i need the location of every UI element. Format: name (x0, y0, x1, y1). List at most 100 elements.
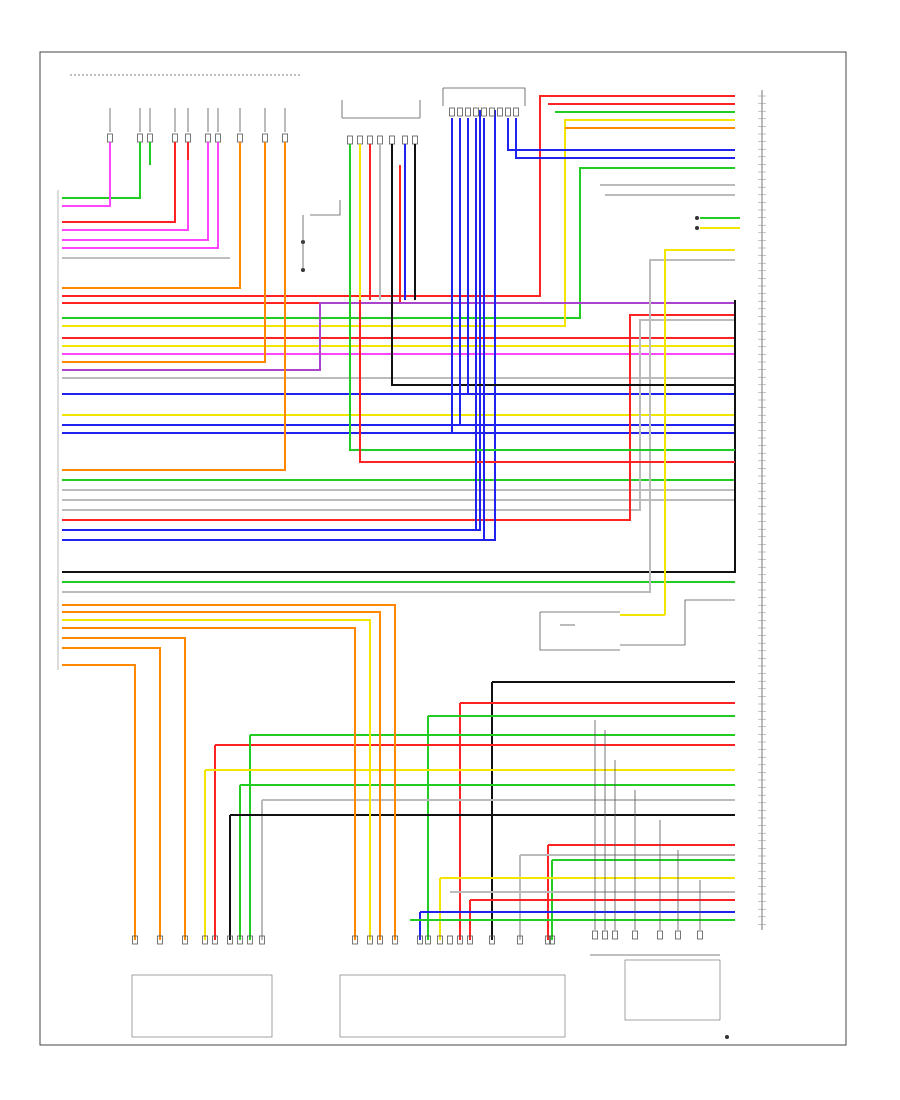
bottom-connector-pin (202, 935, 208, 945)
fuse-connector (215, 133, 221, 143)
wire-yel-lower-3 (62, 619, 371, 940)
wire-wht-main-4 (62, 319, 735, 511)
wire-blk-center-down (391, 300, 735, 386)
wire-orn-lower-1 (62, 604, 396, 940)
wire-red-center-down (359, 300, 735, 463)
bottom-connector-pin (545, 935, 551, 945)
wire-orn-long-1 (62, 165, 241, 289)
center-block-pin (377, 135, 383, 145)
bottom-connector-pin (247, 935, 253, 945)
bottom-connector-pin (392, 935, 398, 945)
center-block-pin (357, 135, 363, 145)
bottom-connector-pin (467, 935, 473, 945)
center-block-pin (402, 135, 408, 145)
wire-pnk-top-left (62, 160, 111, 207)
wire-pnk-top-left-4 (62, 160, 219, 249)
wire-orn-lower-3 (62, 627, 356, 940)
bottom-connector-pin (212, 935, 218, 945)
fuse-connector (237, 133, 243, 143)
ground-connector (675, 930, 681, 940)
ground-connector (632, 930, 638, 940)
wire-orn-long-3 (62, 165, 286, 471)
ground-icon (695, 226, 699, 230)
wire-yel-right-vertical (664, 249, 735, 615)
bottom-connector-pin (259, 935, 265, 945)
switch-lead (310, 200, 341, 216)
fuse-connector (147, 133, 153, 143)
wire-orn-lower-5 (62, 647, 161, 940)
mid-switch-outline (539, 612, 620, 651)
bottom-connector-pin (517, 935, 523, 945)
ground-connector (657, 930, 663, 940)
wire-grn-center-down (349, 300, 735, 451)
bottom-left-module (131, 974, 273, 1038)
wire-orn-lower-4 (62, 637, 186, 940)
bottom-connector-pin (182, 935, 188, 945)
wire-grn-top-left (62, 160, 141, 199)
fuse-connector (262, 133, 268, 143)
right-top-block-pin (449, 107, 455, 117)
right-top-block-pin (465, 107, 471, 117)
bottom-connector-pin (157, 935, 163, 945)
fuse-connector (205, 133, 211, 143)
center-block-pin (412, 135, 418, 145)
bottom-connector-pin (377, 935, 383, 945)
wire-blu-main-5 (62, 110, 496, 541)
fuse-connector (137, 133, 143, 143)
right-top-block-pin (505, 107, 511, 117)
center-block-pin (367, 135, 373, 145)
bottom-right-block (624, 959, 721, 1021)
wire-yel-main (62, 119, 735, 327)
bottom-connector-pin (237, 935, 243, 945)
right-top-block-pin (489, 107, 495, 117)
bottom-connector-pin (132, 935, 138, 945)
wire-pnk-top-left-3 (62, 160, 209, 241)
wire-pnk-top-left-2 (62, 160, 189, 231)
wire-blu-top-1 (515, 118, 735, 159)
bottom-ground-icon (725, 1035, 729, 1039)
ground-connector (592, 930, 598, 940)
wire-blk-main (62, 300, 736, 573)
wire-wht-main-5 (62, 259, 735, 593)
bottom-connector-pin (352, 935, 358, 945)
ground-icon (695, 216, 699, 220)
center-block-pin (347, 135, 353, 145)
wire-orn-lower-2 (62, 611, 381, 940)
right-top-block-pin (513, 107, 519, 117)
page-border (39, 51, 847, 1046)
bottom-connector-pin (489, 935, 495, 945)
bottom-connector-pin (437, 935, 443, 945)
wire-wht-switch (620, 599, 735, 646)
right-top-block-pin (457, 107, 463, 117)
bottom-center-module (339, 974, 566, 1038)
ground-connector (612, 930, 618, 940)
wire-orn-lower-6 (62, 664, 136, 940)
wire-red-main-1 (62, 95, 735, 297)
bottom-connector-pin (417, 935, 423, 945)
right-top-block-pin (497, 107, 503, 117)
bottom-connector-pin (425, 935, 431, 945)
bottom-connector-pin (457, 935, 463, 945)
wire-orn-long-2 (62, 165, 266, 363)
fuse-connector (185, 133, 191, 143)
right-top-block-pin (481, 107, 487, 117)
bottom-connector-pin (227, 935, 233, 945)
right-top-block-outline (443, 87, 526, 106)
fuse-connector (172, 133, 178, 143)
bottom-connector-pin (367, 935, 373, 945)
right-top-block-pin (473, 107, 479, 117)
ground-connector (697, 930, 703, 940)
ground-connector (602, 930, 608, 940)
wire-vio-main (62, 302, 735, 371)
fuse-connector (107, 133, 113, 143)
wire-red-top-left (62, 160, 176, 223)
bottom-connector-pin (549, 935, 555, 945)
fuse-connector (282, 133, 288, 143)
bottom-connector-pin (447, 935, 453, 945)
wire-blu-top-2 (507, 118, 735, 151)
center-block-pin (389, 135, 395, 145)
wire-blu-main-4 (62, 110, 481, 531)
wire-red-main-4 (62, 314, 735, 521)
